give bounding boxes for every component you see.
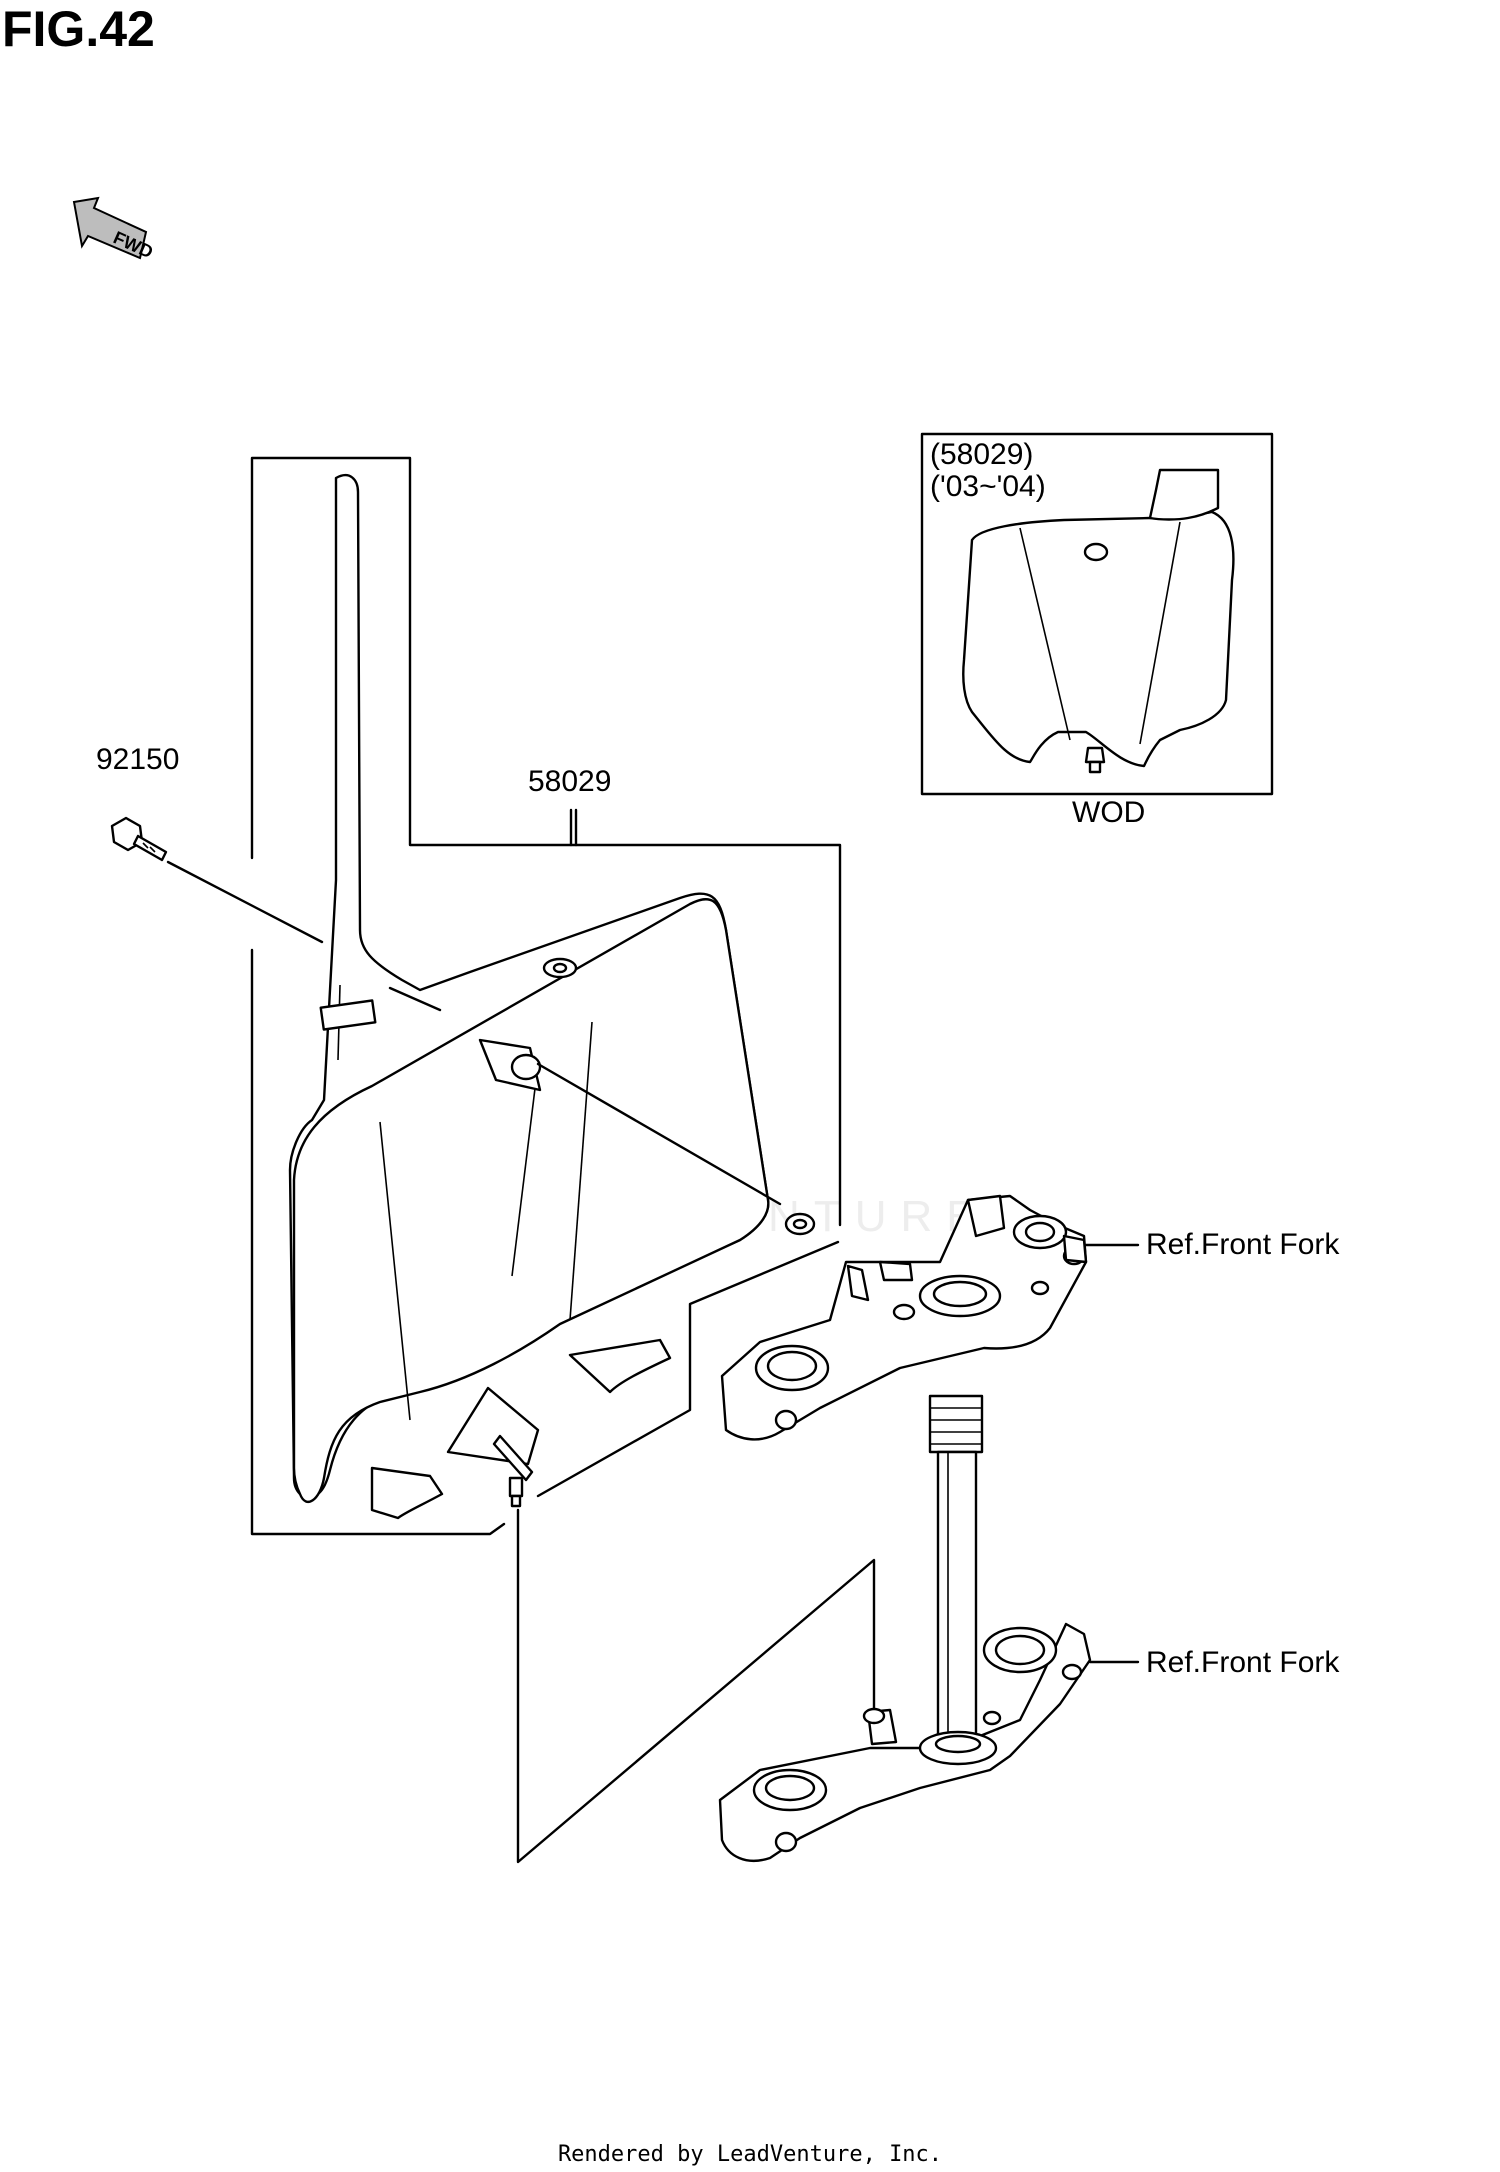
inset-variant-box <box>920 432 1274 796</box>
callout-ref-front-fork-lower: Ref.Front Fork <box>1146 1646 1340 1679</box>
inset-part-ref: (58029) <box>930 438 1034 471</box>
figure-title: FIG.42 <box>2 1 155 57</box>
plate-bracket-frame <box>250 456 842 1536</box>
lower-bracket-stem <box>718 1394 1092 1863</box>
callout-ref-front-fork-upper: Ref.Front Fork <box>1146 1228 1340 1261</box>
number-plate <box>288 473 770 1520</box>
forward-arrow-icon: FWD <box>72 196 156 262</box>
footer-credit: Rendered by LeadVenture, Inc. <box>557 2142 943 2167</box>
inset-years: ('03~'04) <box>930 470 1046 503</box>
bolt-92150 <box>110 816 442 1012</box>
upper-bracket <box>720 1194 1088 1441</box>
inset-caption: WOD <box>1072 796 1146 829</box>
callout-leaders <box>574 808 1140 1664</box>
callout-92150: 92150 <box>96 743 180 776</box>
callout-58029: 58029 <box>528 765 612 798</box>
leader-lines <box>516 1062 876 1864</box>
